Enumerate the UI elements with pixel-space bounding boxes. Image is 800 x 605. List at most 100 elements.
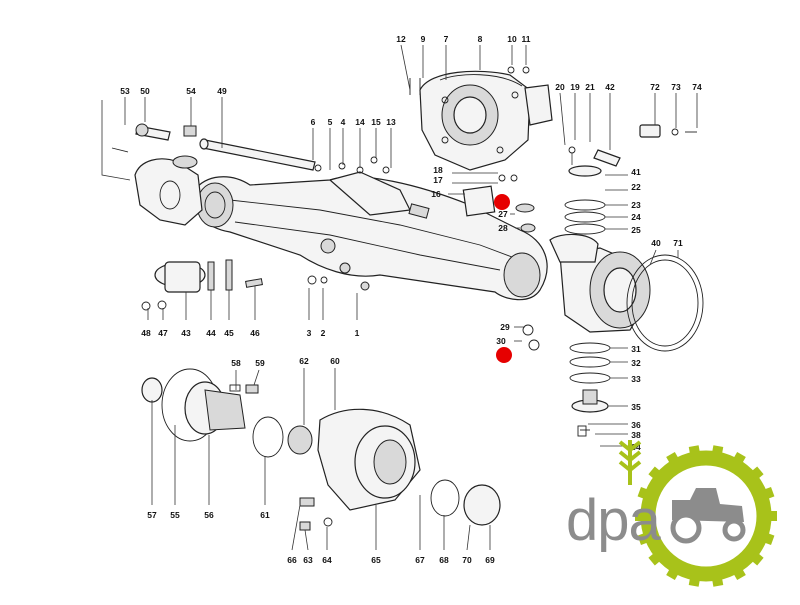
callout-19: 19	[570, 82, 580, 92]
gear-tooth-icon	[648, 551, 663, 566]
callout-60: 60	[330, 356, 340, 366]
left-knuckle	[134, 155, 203, 226]
lower-hub-assembly	[141, 368, 501, 531]
callout-64: 64	[322, 555, 332, 565]
callout-1: 1	[355, 328, 360, 338]
callout-11: 11	[522, 34, 531, 44]
gear-tooth-icon	[711, 575, 724, 587]
callout-18: 18	[433, 165, 443, 175]
right-wheel-flange	[549, 233, 704, 352]
gear-tooth-icon	[761, 487, 775, 500]
highlight-marker	[496, 347, 512, 363]
callout-16: 16	[431, 189, 441, 199]
axle-housing	[193, 171, 548, 301]
callout-71: 71	[673, 238, 683, 248]
gear-tooth-icon	[732, 566, 746, 580]
callout-66: 66	[287, 555, 297, 565]
callout-63: 63	[303, 555, 313, 565]
callout-40: 40	[651, 238, 661, 248]
callout-54: 54	[186, 86, 196, 96]
callout-28: 28	[498, 223, 508, 233]
callout-5: 5	[328, 117, 333, 127]
callout-36: 36	[631, 420, 641, 430]
callout-50: 50	[140, 86, 150, 96]
logo-gear-ring-icon	[640, 450, 772, 582]
callout-62: 62	[299, 356, 309, 366]
callout-58: 58	[231, 358, 241, 368]
gear-tooth-icon	[749, 551, 764, 566]
callout-55: 55	[170, 510, 180, 520]
callout-45: 45	[224, 328, 234, 338]
small-hardware	[307, 66, 697, 351]
callout-41: 41	[631, 167, 641, 177]
highlight-markers	[494, 194, 512, 363]
kingpin-stack-lower	[569, 342, 611, 437]
callout-15: 15	[371, 117, 381, 127]
highlight-marker	[494, 194, 510, 210]
callout-4: 4	[341, 117, 346, 127]
callout-53: 53	[120, 86, 130, 96]
callout-6: 6	[311, 117, 316, 127]
callout-38: 38	[631, 430, 641, 440]
callout-59: 59	[255, 358, 265, 368]
logo-text: dpa	[566, 488, 662, 553]
callout-33: 33	[631, 374, 641, 384]
gear-tooth-icon	[767, 511, 777, 521]
gear-tooth-icon	[732, 452, 746, 466]
callout-42: 42	[605, 82, 615, 92]
gear-tooth-icon	[688, 575, 701, 587]
callout-30: 30	[496, 336, 506, 346]
gear-tooth-icon	[761, 532, 775, 545]
callout-74: 74	[692, 82, 702, 92]
gear-tooth-icon	[666, 566, 680, 580]
callout-57: 57	[147, 510, 157, 520]
callout-49: 49	[217, 86, 227, 96]
dpa-logo: dpa	[566, 440, 777, 587]
callout-8: 8	[478, 34, 483, 44]
gear-tooth-icon	[711, 445, 724, 457]
callout-65: 65	[371, 555, 381, 565]
gear-tooth-icon	[637, 487, 651, 500]
callout-14: 14	[355, 117, 365, 127]
gear-tooth-icon	[666, 452, 680, 466]
callout-67: 67	[415, 555, 425, 565]
callout-46: 46	[250, 328, 260, 338]
callout-31: 31	[631, 344, 641, 354]
callout-68: 68	[439, 555, 449, 565]
callout-2: 2	[321, 328, 326, 338]
callout-23: 23	[631, 200, 641, 210]
tractor-icon	[670, 488, 746, 544]
callout-29: 29	[500, 322, 510, 332]
callout-17: 17	[433, 175, 443, 185]
callout-25: 25	[631, 225, 641, 235]
logo-gear-teeth-icon	[635, 445, 777, 587]
callout-10: 10	[507, 34, 517, 44]
gear-tooth-icon	[749, 466, 764, 481]
differential-carrier	[419, 70, 553, 171]
callout-24: 24	[631, 212, 641, 222]
tie-rod	[111, 123, 316, 171]
callout-44: 44	[206, 328, 216, 338]
callout-47: 47	[158, 328, 168, 338]
callout-35: 35	[631, 402, 641, 412]
callout-9: 9	[421, 34, 426, 44]
callout-3: 3	[307, 328, 312, 338]
pivot-support	[141, 259, 263, 311]
callout-73: 73	[671, 82, 681, 92]
leader-lines	[101, 44, 698, 551]
callout-32: 32	[631, 358, 641, 368]
callout-43: 43	[181, 328, 191, 338]
gear-tooth-icon	[635, 511, 645, 521]
callout-12: 12	[396, 34, 406, 44]
callout-56: 56	[204, 510, 214, 520]
callout-69: 69	[485, 555, 495, 565]
callout-7: 7	[444, 34, 449, 44]
gear-tooth-icon	[637, 532, 651, 545]
callout-48: 48	[141, 328, 151, 338]
callout-70: 70	[462, 555, 472, 565]
callout-13: 13	[386, 117, 396, 127]
callout-61: 61	[260, 510, 270, 520]
kingpin-stack-upper	[564, 146, 621, 235]
